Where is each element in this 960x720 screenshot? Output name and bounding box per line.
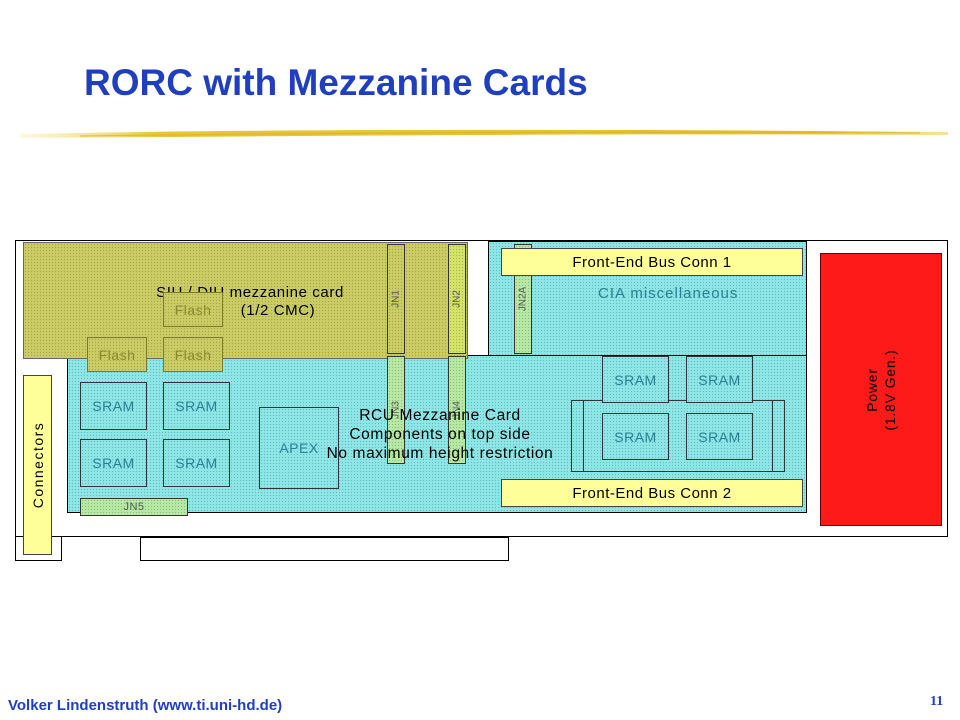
cia-label: CIA miscellaneous <box>598 285 739 302</box>
power-label-line2: (1.8V Gen.) <box>882 348 898 431</box>
jn1-connector: JN1 <box>387 244 405 354</box>
power-label: Power (1.8V Gen.) <box>863 349 899 430</box>
sram-chip: SRAM <box>163 382 230 430</box>
jn4-connector: JN4 <box>448 356 466 464</box>
siu-card-label: SIU / DIU mezzanine card (1/2 CMC) <box>130 284 370 320</box>
board-tab-bottom <box>140 537 509 561</box>
jn5-connector: JN5 <box>80 498 188 516</box>
sram-chip: SRAM <box>602 356 669 403</box>
jn2a-label: JN2A <box>517 286 529 312</box>
sram-chip: SRAM <box>163 439 230 487</box>
flash-chip: Flash <box>163 337 223 372</box>
sram-cluster-frame-inner <box>583 400 773 472</box>
power-label-line1: Power <box>864 367 880 412</box>
power-block: Power (1.8V Gen.) <box>820 253 942 526</box>
front-end-bus-conn-2: Front-End Bus Conn 2 <box>501 479 803 507</box>
jn3-connector: JN3 <box>387 356 405 464</box>
sram-chip: SRAM <box>686 413 753 460</box>
sram-chip: SRAM <box>80 382 147 430</box>
rcu-card-label-line2: Components on top side <box>349 426 531 443</box>
footer-author: Volker Lindenstruth (www.ti.uni-hd.de) <box>8 697 283 714</box>
rcu-card-label-line1: RCU Mezzanine Card <box>359 407 521 424</box>
jn2-label: JN2 <box>451 290 463 308</box>
sram-chip: SRAM <box>80 439 147 487</box>
siu-card-label-line2: (1/2 CMC) <box>240 302 316 319</box>
flash-chip: Flash <box>163 292 223 327</box>
front-end-bus-conn-1: Front-End Bus Conn 1 <box>501 248 803 276</box>
rcu-card-label-line3: No maximum height restriction <box>326 445 554 462</box>
rcu-card-label: RCU Mezzanine Card Components on top sid… <box>300 406 580 463</box>
connectors-block: Connectors <box>23 375 52 555</box>
flash-chip: Flash <box>87 337 147 372</box>
jn2-connector: JN2 <box>448 244 466 354</box>
connectors-label: Connectors <box>29 421 46 509</box>
sram-cluster-frame <box>571 400 785 472</box>
title-underline <box>20 129 948 138</box>
sram-chip: SRAM <box>686 356 753 403</box>
sram-chip: SRAM <box>602 413 669 460</box>
page-number: 11 <box>930 694 944 709</box>
jn1-label: JN1 <box>390 290 402 308</box>
apex-chip: APEX <box>259 407 339 489</box>
slide-title: RORC with Mezzanine Cards <box>84 62 588 103</box>
